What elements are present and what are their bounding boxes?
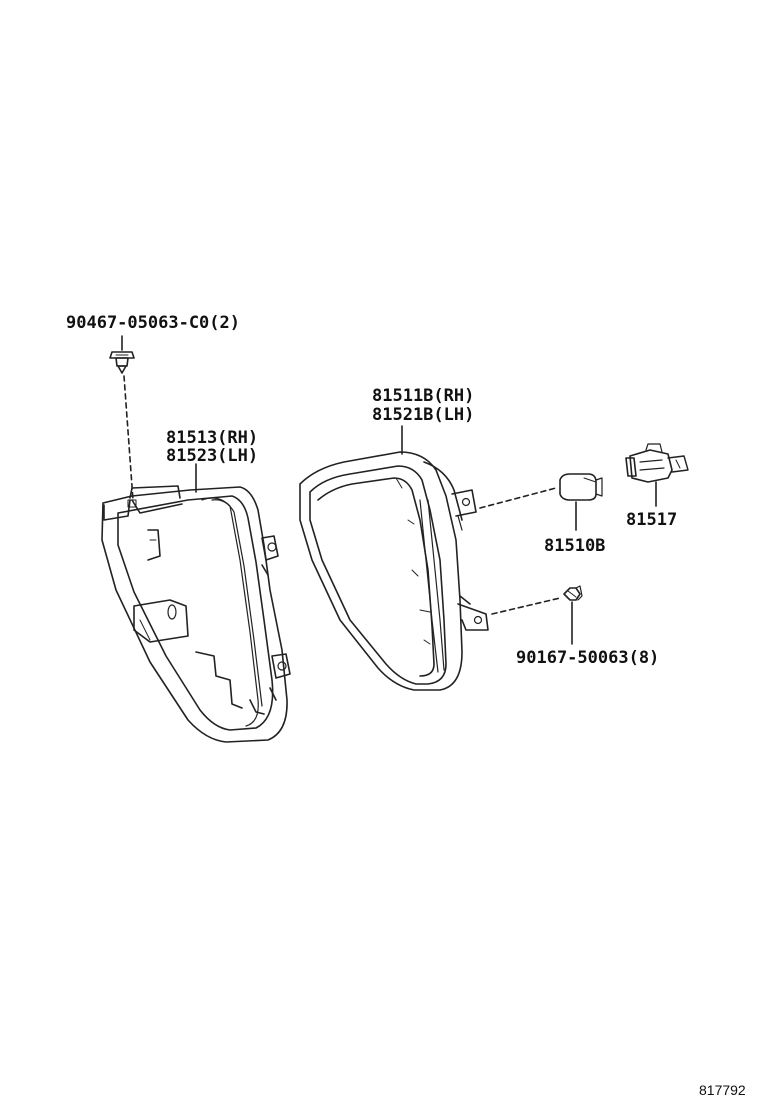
housing-lh-part-number: 81523(LH) <box>166 446 259 466</box>
clip-fastener-icon <box>109 335 135 374</box>
diagram-reference-number: 817792 <box>699 1082 746 1098</box>
bulb-dashed-leader <box>479 487 557 509</box>
screw-icon <box>563 585 583 601</box>
clip-dashed-leader <box>123 375 134 501</box>
housing-rh-part-number: 81513(RH) <box>166 428 259 448</box>
fog-lamp-unit <box>299 451 489 691</box>
lamp-rh-part-number: 81511B(RH) <box>372 386 475 406</box>
lamp-housing-bracket <box>101 485 291 743</box>
socket-icon <box>625 443 689 483</box>
clip-part-number: 90467-05063-C0(2) <box>66 313 240 333</box>
lamp-lh-part-number: 81521B(LH) <box>372 405 475 425</box>
bulb-icon <box>559 473 603 501</box>
bulb-part-number: 81510B <box>544 536 606 556</box>
socket-part-number: 81517 <box>626 510 678 530</box>
screw-part-number: 90167-50063(8) <box>516 648 660 668</box>
screw-dashed-leader <box>491 597 561 615</box>
